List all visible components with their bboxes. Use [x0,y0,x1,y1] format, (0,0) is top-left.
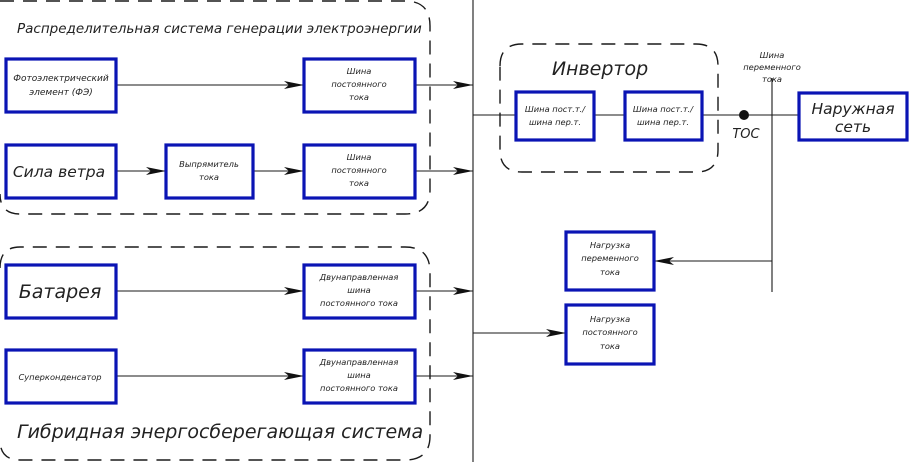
pcc-label: ТОС [732,127,760,142]
ac-load-block[interactable]: Нагрузка переменного тока [564,230,656,292]
wind-block[interactable]: Сила ветра [4,143,118,200]
inverter-group-title: Инвертор [552,58,648,80]
wind-label: Сила ветра [13,163,105,181]
storage-group-outline [0,246,431,461]
rectifier-block[interactable]: Выпрямитель тока [164,143,255,200]
wind-bus-label-2: постоянного [331,165,386,175]
svg-text:элемент (ФЭ): элемент (ФЭ) [29,88,93,98]
battery-label: Батарея [19,281,102,303]
pv-label-1: Фотоэлектрический [13,74,109,84]
grid-label-1: Наружная [811,100,894,118]
wind-bus-label-3: тока [349,178,369,188]
battery-bidirectional-bus-block[interactable]: Двунаправленная шина постоянного тока [302,263,417,320]
dc-load-label-2: постоянного [582,327,637,337]
generation-group-title: Распределительная система генерации элек… [17,21,422,37]
supercap-bus-label-2: шина [347,370,371,380]
storage-group-title: Гибридная энергосберегающая система [17,421,423,443]
ac-bus-label-2: переменного [743,62,801,72]
inverter-stage-1-block[interactable]: Шина пост.т./ шина пер.т. [514,90,596,142]
supercap-bus-label-1: Двунаправленная [319,357,399,367]
pv-label-2: элемент (ФЭ) [29,88,93,98]
pv-dc-bus-block[interactable]: Шина постоянного тока [302,57,417,114]
wind-dc-bus-block[interactable]: Шина постоянного тока [302,143,417,200]
svg-text:Фотоэлектрический: Фотоэлектрический [13,74,109,84]
dc-load-label-3: тока [600,341,620,351]
ac-bus-label-3: тока [762,74,782,84]
inverter-stage-2-block[interactable]: Шина пост.т./ шина пер.т. [623,90,704,142]
battery-bus-label-1: Двунаправленная [319,272,399,282]
pv-bus-label-2: постоянного [331,79,386,89]
ac-load-label-3: тока [600,267,620,277]
ac-load-label-2: переменного [581,253,639,263]
supercap-bidirectional-bus-block[interactable]: Двунаправленная шина постоянного тока [302,348,417,405]
battery-bus-label-2: шина [347,285,371,295]
inv-stage2-label-2: шина пер.т. [637,117,689,127]
inverter-group-outline [499,43,719,173]
inv-stage2-label-1: Шина пост.т./ [633,104,694,114]
pv-bus-label-1: Шина [347,66,372,76]
grid-block[interactable]: Наружная сеть [797,91,909,142]
ac-bus-label-1: Шина [760,50,785,60]
wind-bus-label-1: Шина [347,152,372,162]
dc-load-label-1: Нагрузка [590,314,630,324]
dc-load-block[interactable]: Нагрузка постоянного тока [564,303,656,366]
supercap-label: Суперконденсатор [18,372,101,382]
rectifier-label-1: Выпрямитель [179,159,239,169]
pv-block[interactable]: Фотоэлектрический элемент (ФЭ) [4,57,118,114]
battery-bus-label-3: постоянного тока [320,298,398,308]
inv-stage1-label-2: шина пер.т. [529,117,581,127]
inv-stage1-label-1: Шина пост.т./ [525,104,586,114]
supercap-bus-label-3: постоянного тока [320,383,398,393]
grid-label-2: сеть [835,118,871,136]
supercapacitor-block[interactable]: Суперконденсатор [4,348,118,405]
pv-bus-label-3: тока [349,92,369,102]
ac-load-label-1: Нагрузка [590,240,630,250]
rectifier-label-2: тока [199,172,219,182]
battery-block[interactable]: Батарея [4,263,118,320]
pcc-node [739,110,749,120]
generation-group-outline [0,0,431,215]
